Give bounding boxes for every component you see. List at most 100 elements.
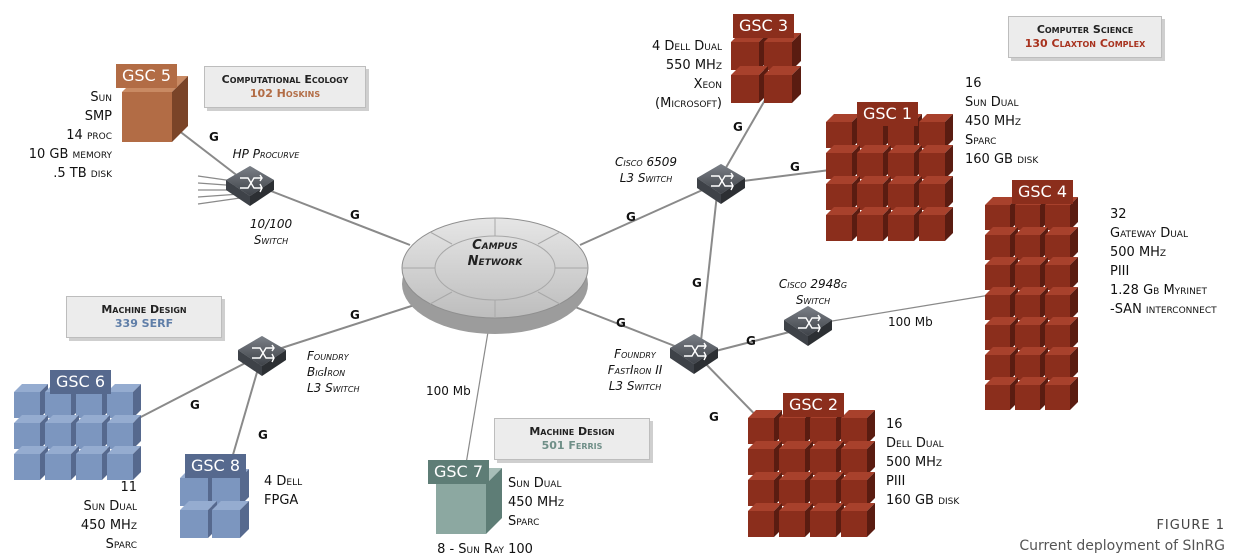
gsc3-spec: (Microsoft) (655, 96, 722, 111)
node-cube (779, 480, 805, 506)
foundry-fast-line2: FastIron II (607, 363, 663, 377)
node-cube (841, 449, 867, 475)
node-cube-top (857, 145, 891, 153)
location-eco-line2: 102 Hoskins (249, 87, 321, 100)
gsc5-spec: SMP (84, 109, 112, 124)
link-campus-gsc7 (464, 319, 491, 471)
node-cube (826, 122, 852, 148)
node-cube-side (792, 66, 801, 103)
figure-number: FIGURE 1 (1156, 518, 1225, 533)
node-cube (841, 480, 867, 506)
node-cube (826, 153, 852, 179)
node-cube-top (810, 503, 844, 511)
location-computer-science: Computer Science 130 Claxton Complex (1008, 16, 1162, 58)
location-md501-line2: 501 Ferris (541, 439, 603, 452)
node-cube-top (841, 410, 875, 418)
gsc5-tag: GSC 5 (116, 64, 177, 88)
node-cube-top (841, 441, 875, 449)
link-g-label: G (616, 316, 626, 330)
switch-cisco-2948g (784, 306, 832, 346)
figure-caption: Current deployment of SInRG (1019, 538, 1225, 554)
node-cube (1015, 355, 1040, 380)
node-cube-top (748, 410, 782, 418)
switch-foundry-bigiron (238, 336, 286, 376)
node-cube (1045, 205, 1070, 230)
node-cube-top (748, 472, 782, 480)
gsc5-spec: .5 TB disk (53, 166, 112, 181)
node-cube (779, 449, 805, 475)
gsc5-specs: Sun SMP 14 proc 10 GB memory .5 TB disk (0, 88, 112, 183)
node-cube (1015, 235, 1040, 260)
node-cube (76, 454, 102, 480)
location-cs-line2: 130 Claxton Complex (1024, 37, 1146, 50)
node-cube-top (985, 227, 1018, 235)
node-cube (779, 418, 805, 444)
gsc6-spec: Sun Dual (83, 499, 137, 514)
node-cube (985, 265, 1010, 290)
gsc1-spec: 450 MHz (965, 114, 1022, 129)
gsc1-spec: Sparc (965, 133, 997, 148)
gsc5-spec: 10 GB memory (28, 147, 112, 162)
node-cube-top (212, 501, 249, 510)
node-cube (14, 423, 40, 449)
node-cube (748, 449, 774, 475)
node-cube-side (945, 145, 953, 179)
node-cube-top (1045, 227, 1078, 235)
node-cube-top (888, 176, 922, 184)
node-cube (985, 235, 1010, 260)
link-g-label: G (350, 308, 360, 322)
hp-procurve-label: HP Procurve (232, 147, 300, 161)
node-cube-top (985, 377, 1018, 385)
node-cube-side (1070, 377, 1078, 410)
cisco2948-line1: Cisco 2948g (778, 277, 848, 291)
node-cube-top (14, 415, 48, 423)
gsc7-spec: Sparc (508, 514, 540, 529)
node-cube (857, 184, 883, 210)
node-cube-top (985, 347, 1018, 355)
node-cube-side (1070, 347, 1078, 380)
gsc6-tag: GSC 6 (50, 370, 111, 394)
node-cube (14, 392, 40, 418)
link-campus-hp (257, 185, 411, 246)
node-cube-side (867, 410, 875, 444)
node-cube (841, 418, 867, 444)
node-cube (810, 449, 836, 475)
node-cube (985, 325, 1010, 350)
node-cube-top (45, 446, 79, 454)
node-cube (748, 480, 774, 506)
gsc1-spec: 16 (965, 76, 982, 91)
foundry-big-line3: L3 Switch (307, 381, 360, 395)
cisco6509-line1: Cisco 6509 (614, 155, 678, 169)
link-g-label: G (209, 130, 219, 144)
location-computational-ecology: Computational Ecology 102 Hoskins (204, 66, 366, 108)
gsc3-tag: GSC 3 (733, 14, 794, 38)
node-cube-top (857, 176, 891, 184)
node-cube (1045, 325, 1070, 350)
campus-label: Campus Network (455, 238, 535, 270)
node-cube-top (107, 415, 141, 423)
node-cube-side (172, 76, 188, 142)
cluster-gsc6 (14, 384, 141, 480)
node-cube-top (76, 446, 110, 454)
node-cube (888, 153, 914, 179)
link-cisco6509-gsc3 (719, 99, 766, 179)
link-cisco6509-gsc1 (734, 169, 831, 183)
gsc6-spec: 450 MHz (80, 518, 137, 533)
gsc4-spec: Gateway Dual (1110, 226, 1188, 241)
node-cube-top (919, 176, 953, 184)
node-cube (810, 418, 836, 444)
gsc8-spec: FPGA (264, 493, 299, 508)
location-machine-design-ferris: Machine Design 501 Ferris (494, 418, 650, 460)
node-cube-side (133, 415, 141, 449)
node-cube-top (985, 257, 1018, 265)
node-cube (748, 418, 774, 444)
node-cube-side (867, 503, 875, 537)
node-cube (764, 42, 792, 70)
node-cube-side (867, 472, 875, 506)
cluster-gsc3 (731, 33, 801, 103)
gsc8-specs: 4 Dell FPGA (264, 472, 302, 510)
node-cube (985, 385, 1010, 410)
location-md339-line2: 339 SERF (114, 317, 174, 330)
node-cube-side (945, 114, 953, 148)
location-md501-line1: Machine Design (529, 425, 615, 438)
